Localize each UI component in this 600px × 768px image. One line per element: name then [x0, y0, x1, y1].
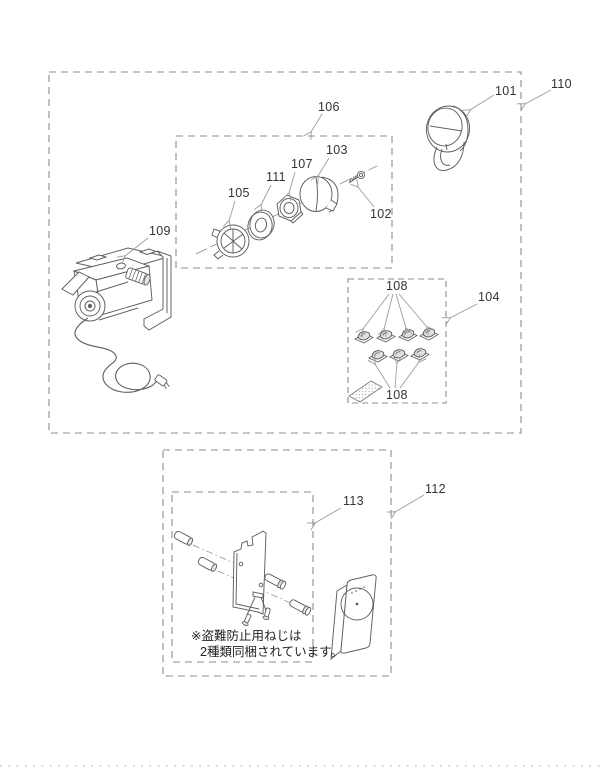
arrow-103 — [310, 157, 330, 185]
small-screw-a — [242, 613, 252, 627]
callout-112: 112 — [425, 482, 446, 496]
arrow-fan-108-bottom — [367, 353, 427, 389]
callout-107: 107 — [291, 157, 313, 171]
clip-kit-box-104 — [347, 278, 447, 404]
callout-102: 102 — [370, 207, 392, 221]
arrow-109 — [116, 237, 149, 264]
cord-clips-108 — [354, 328, 439, 363]
callout-106: 106 — [318, 100, 340, 114]
arrow-105 — [222, 200, 236, 229]
adhesive-pad — [348, 380, 383, 403]
wall-controller-part-112 — [330, 574, 377, 661]
knob-subassembly-box-106 — [175, 135, 393, 269]
callout-101: 101 — [495, 84, 517, 98]
washer-part-111 — [247, 209, 275, 241]
mounting-bracket-plate — [232, 530, 267, 616]
anti-theft-note: ※盗難防止用ねじは 2種類同梱されています。 — [191, 628, 343, 660]
arrow-113 — [306, 507, 342, 531]
callout-103: 103 — [326, 143, 348, 157]
note-line-2: 2種類同梱されています。 — [200, 645, 343, 659]
spacer-pin-b — [197, 557, 218, 572]
callout-104: 104 — [478, 290, 500, 304]
arrow-fan-108-top — [355, 293, 435, 338]
knob-body-part-103 — [299, 176, 339, 213]
upper-assembly-boundary-box-110 — [48, 71, 522, 434]
power-cord — [74, 317, 170, 393]
arrow-102 — [350, 178, 375, 208]
arrow-110 — [516, 89, 552, 112]
spacer-pin-a — [173, 531, 194, 546]
note-line-1: ※盗難防止用ねじは — [191, 629, 302, 643]
knob-part-101 — [425, 105, 471, 171]
controller-dial — [340, 587, 374, 621]
arrow-101 — [461, 94, 495, 118]
anti-theft-screw-a — [264, 573, 287, 590]
power-plug — [154, 374, 170, 390]
lower-assembly-boundary-box-112 — [162, 449, 392, 677]
callout-109: 109 — [149, 224, 171, 238]
arrow-112 — [386, 494, 425, 520]
callout-110: 110 — [551, 77, 572, 91]
arrow-111 — [254, 184, 272, 214]
callout-108-bottom: 108 — [386, 388, 408, 402]
flange-part-105 — [211, 224, 250, 260]
screw-part-102 — [348, 170, 366, 184]
callout-113: 113 — [343, 494, 364, 508]
callout-105: 105 — [228, 186, 250, 200]
callout-arrows — [116, 89, 552, 531]
motor-unit-part-109 — [61, 247, 172, 331]
arrow-106 — [303, 113, 323, 141]
callout-111: 111 — [266, 170, 286, 184]
arrow-107 — [282, 171, 296, 201]
small-screw-b — [262, 607, 271, 621]
arrow-104 — [441, 303, 478, 326]
controller-indicator-dots — [351, 586, 365, 594]
anti-theft-screw-b — [289, 599, 312, 616]
callout-108-top: 108 — [386, 279, 408, 293]
nut-part-107 — [276, 194, 304, 224]
